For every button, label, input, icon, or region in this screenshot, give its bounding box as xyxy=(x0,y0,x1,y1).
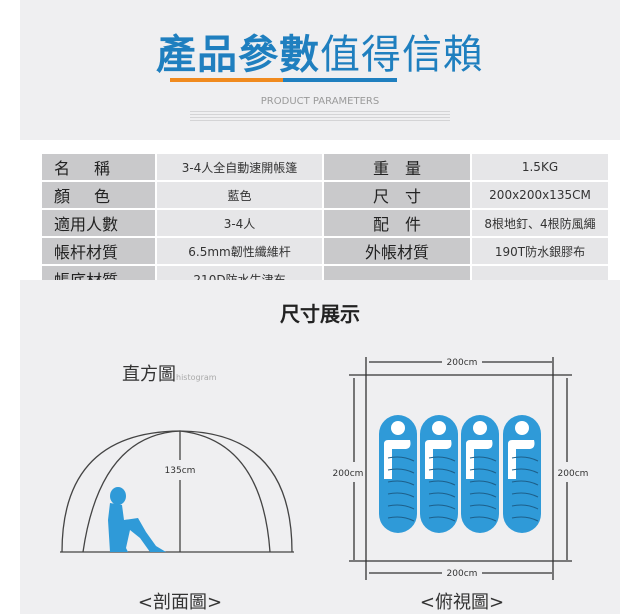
sleeping-bag-icon xyxy=(461,415,499,533)
side-label-en: histogram xyxy=(176,373,217,382)
page-title: 產品參數值得信賴 xyxy=(20,22,620,80)
right-depth-label: 200cm xyxy=(558,469,589,479)
top-width-label: 200cm xyxy=(447,358,478,368)
spec-key: 外帳材質 xyxy=(324,238,470,264)
spec-value: 200x200x135CM xyxy=(472,182,608,208)
header-panel: 產品參數值得信賴 PRODUCT PARAMETERS xyxy=(20,0,620,140)
spec-key: 尺 寸 xyxy=(324,182,470,208)
spec-value: 6.5mm韌性纖維杆 xyxy=(157,238,322,264)
bottom-width-label: 200cm xyxy=(447,569,478,579)
tent-side-view xyxy=(60,430,294,553)
left-depth-label: 200cm xyxy=(333,469,364,479)
spec-value: 3-4人全自動速開帳篷 xyxy=(157,154,322,180)
spec-value: 8根地釘、4根防風繩 xyxy=(472,210,608,236)
spec-key: 顏 色 xyxy=(42,182,155,208)
sleeping-bag-icon xyxy=(379,415,417,533)
spec-value: 藍色 xyxy=(157,182,322,208)
spec-key: 配 件 xyxy=(324,210,470,236)
side-caption: <剖面圖> xyxy=(138,592,222,613)
spec-value: 1.5KG xyxy=(472,154,608,180)
spec-key: 帳杆材質 xyxy=(42,238,155,264)
spec-value: 3-4人 xyxy=(157,210,322,236)
spec-key: 適用人數 xyxy=(42,210,155,236)
side-label-text: 直方圖 xyxy=(122,364,176,385)
height-label: 135cm xyxy=(165,466,196,476)
spec-value: 190T防水銀膠布 xyxy=(472,238,608,264)
sleeping-bags xyxy=(379,415,541,533)
section-heading: 尺寸展示 xyxy=(280,302,360,326)
sleeping-bag-icon xyxy=(503,415,541,533)
spec-key: 名 稱 xyxy=(42,154,155,180)
top-caption: <俯視圖> xyxy=(420,592,504,613)
side-view-label: 直方圖histogram xyxy=(122,360,217,386)
person-silhouette-icon xyxy=(108,487,166,552)
tent-top-view xyxy=(349,357,572,580)
title-bold: 產品參數 xyxy=(156,32,320,78)
fine-print-decoration xyxy=(190,109,450,121)
subtitle: PRODUCT PARAMETERS xyxy=(260,96,380,107)
spec-key: 重 量 xyxy=(324,154,470,180)
orange-divider xyxy=(170,78,283,82)
sleeping-bag-icon xyxy=(420,415,458,533)
title-light: 值得信賴 xyxy=(320,32,484,78)
blue-divider xyxy=(283,78,397,82)
